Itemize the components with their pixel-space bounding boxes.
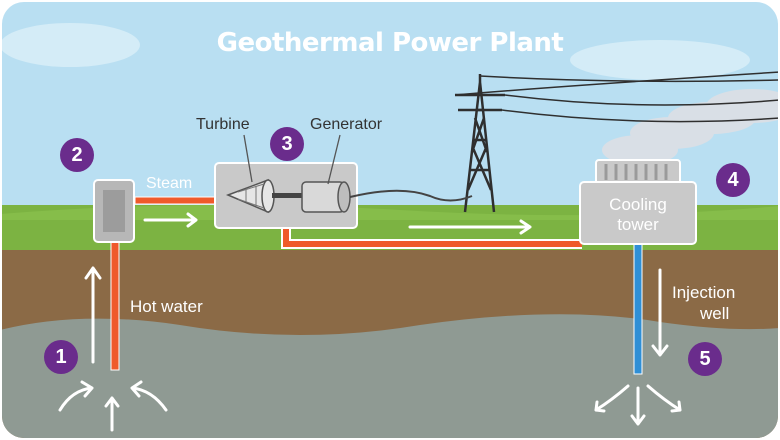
step-badge-5: 5 bbox=[688, 342, 722, 376]
hot-water-label: Hot water bbox=[130, 297, 203, 316]
diagram-title: Geothermal Power Plant bbox=[216, 28, 564, 58]
turbine-shaft bbox=[272, 193, 302, 198]
steam-plume bbox=[602, 89, 778, 165]
step-badge-2: 2 bbox=[60, 138, 94, 172]
cloud bbox=[570, 40, 750, 80]
turbine bbox=[225, 178, 275, 214]
hot-water-pipe bbox=[110, 237, 120, 371]
step-badge-4: 4 bbox=[716, 163, 750, 197]
cooling-tower bbox=[579, 159, 697, 245]
injection-well-label-line2: well bbox=[700, 304, 730, 323]
rock-layer bbox=[2, 314, 778, 438]
cooling-tower-label-line2: tower bbox=[617, 215, 659, 234]
generator-cable bbox=[349, 189, 473, 202]
injection-well-label-line1: Injection bbox=[672, 283, 736, 302]
step-badge-1: 1 bbox=[44, 340, 78, 374]
generator bbox=[301, 181, 351, 213]
cloud bbox=[2, 23, 140, 67]
steam-pipe bbox=[134, 196, 218, 205]
generator-label: Generator bbox=[310, 116, 383, 133]
flow-arrows bbox=[58, 212, 682, 432]
steam-label: Steam bbox=[146, 175, 193, 192]
cooling-tower-label-line1: Cooling bbox=[609, 195, 667, 214]
turbine-label: Turbine bbox=[196, 116, 250, 133]
injection-pipe bbox=[633, 239, 643, 375]
step-badge-3: 3 bbox=[270, 127, 304, 161]
power-cables bbox=[454, 71, 778, 123]
